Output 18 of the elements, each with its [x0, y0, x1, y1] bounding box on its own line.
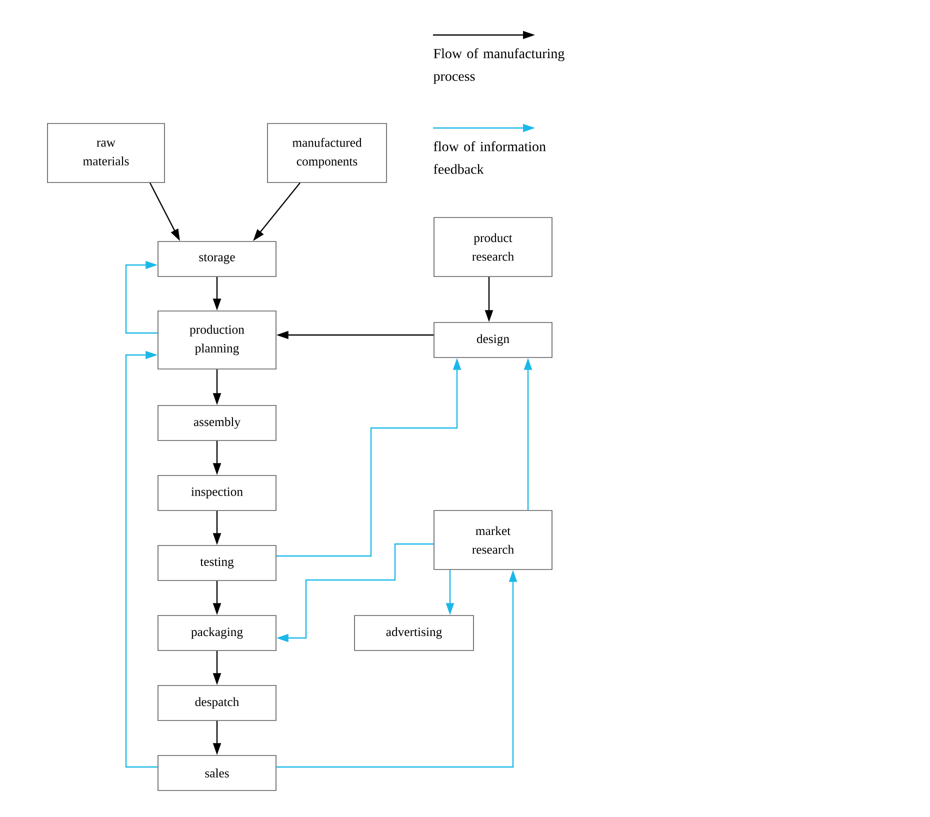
process-box: raw materials [47, 123, 165, 183]
legend-text: flow of information feedback [434, 141, 546, 174]
legend-text: Flow of manufacturing process [434, 48, 564, 84]
process-box: testing [158, 545, 276, 581]
process-box: product research [434, 217, 552, 277]
process-box: inspection [158, 475, 276, 511]
arrow [125, 260, 158, 334]
process-box: storage [158, 241, 276, 277]
process-box: assembly [158, 405, 276, 441]
process-box: production planning [158, 310, 276, 370]
process-box: advertising [354, 615, 474, 651]
arrow [125, 350, 158, 768]
process-box: despatch [158, 685, 276, 721]
process-box: sales [158, 755, 276, 791]
process-box: manufactured components [267, 123, 387, 183]
process-box: market research [434, 510, 552, 570]
process-box: packaging [158, 615, 276, 651]
process-box: design [434, 322, 552, 358]
